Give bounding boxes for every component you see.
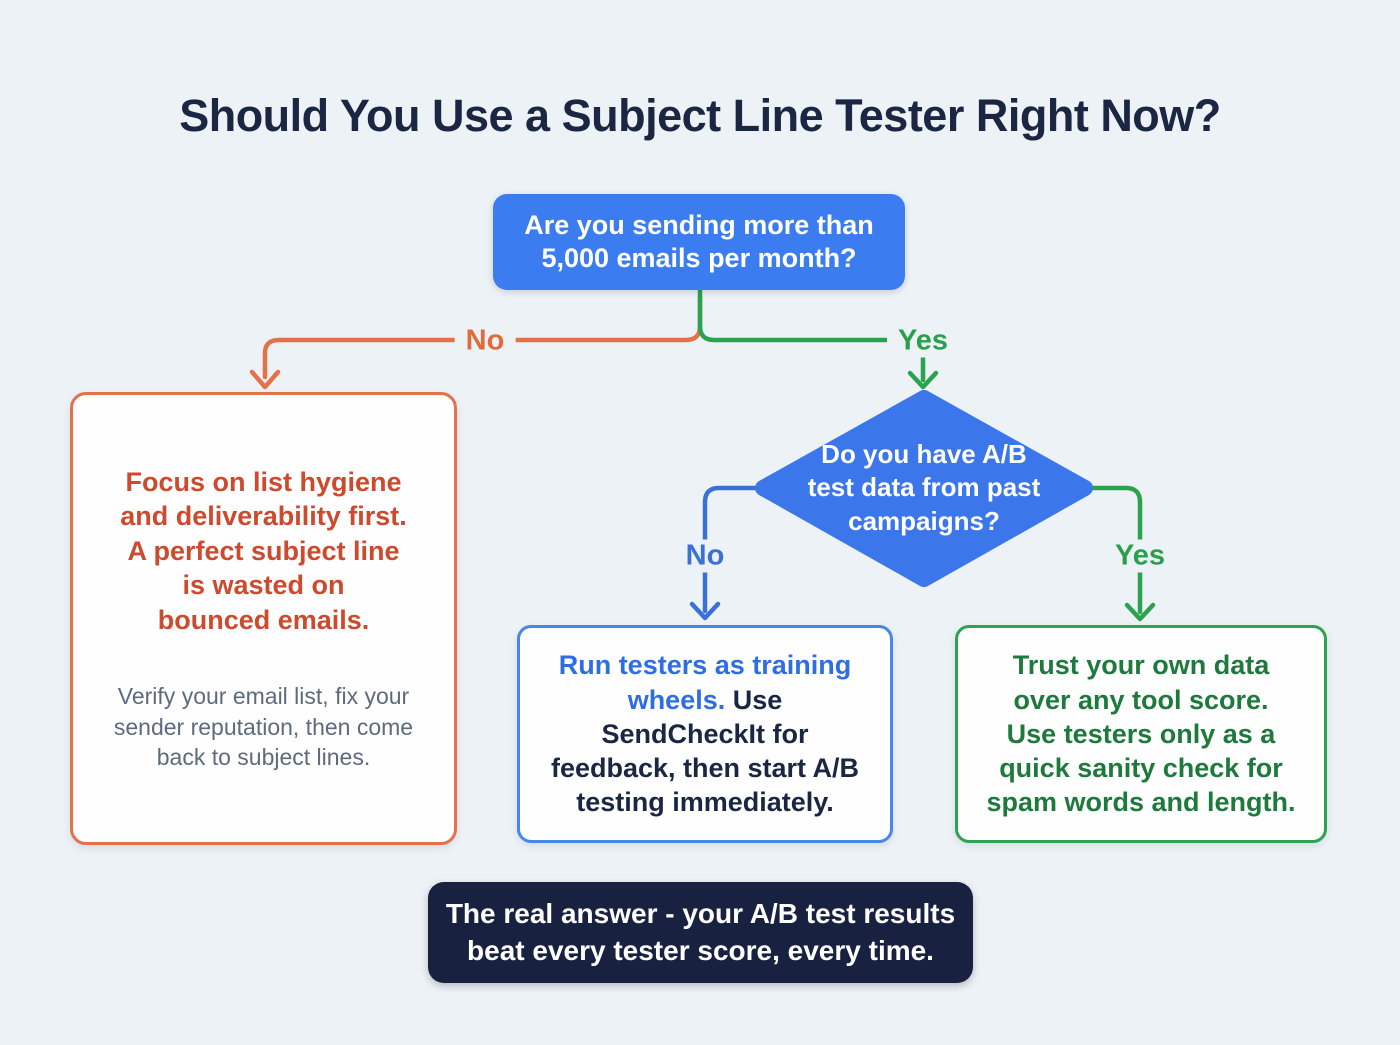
outcome-training-wheels-highlight: Run testers as training wheels. [558,650,852,715]
outcome-trust-data-card: Trust your own data over any tool score.… [955,625,1327,843]
outcome-training-wheels-rest: Use SendCheckIt for feedback, then start… [550,684,860,818]
root-question-node: Are you sending more than 5,000 emails p… [493,194,905,290]
arrowhead-no-left-icon [249,369,281,390]
outcome-trust-data-text: Trust your own data over any tool score.… [986,650,1296,818]
decision-question-text: Do you have A/B test data from past camp… [807,439,1041,536]
outcome-list-hygiene-card: Focus on list hygiene and deliverability… [70,392,457,845]
branch-label-yes-2: Yes [1104,539,1176,573]
outcome-list-hygiene-secondary: Verify your email list, fix your sender … [113,683,414,771]
branch-label-yes: Yes [887,324,959,358]
decision-diamond-question: Do you have A/B test data from past camp… [784,408,1064,568]
conclusion-banner: The real answer - your A/B test results … [428,882,973,983]
arrowhead-yes-right-icon [907,370,939,390]
branch-label-no-2: No [674,539,736,573]
arrowhead-no-mid-icon [689,601,721,621]
arrowhead-yes-far-icon [1124,602,1156,622]
conclusion-text: The real answer - your A/B test results … [445,898,956,966]
root-question-text: Are you sending more than 5,000 emails p… [524,210,874,273]
branch-label-no: No [454,324,516,358]
outcome-training-wheels-card: Run testers as training wheels. Use Send… [517,625,893,843]
page-title: Should You Use a Subject Line Tester Rig… [179,90,1221,141]
outcome-list-hygiene-main: Focus on list hygiene and deliverability… [120,466,407,635]
outcome-training-wheels-text: Run testers as training wheels. Use Send… [551,648,859,819]
